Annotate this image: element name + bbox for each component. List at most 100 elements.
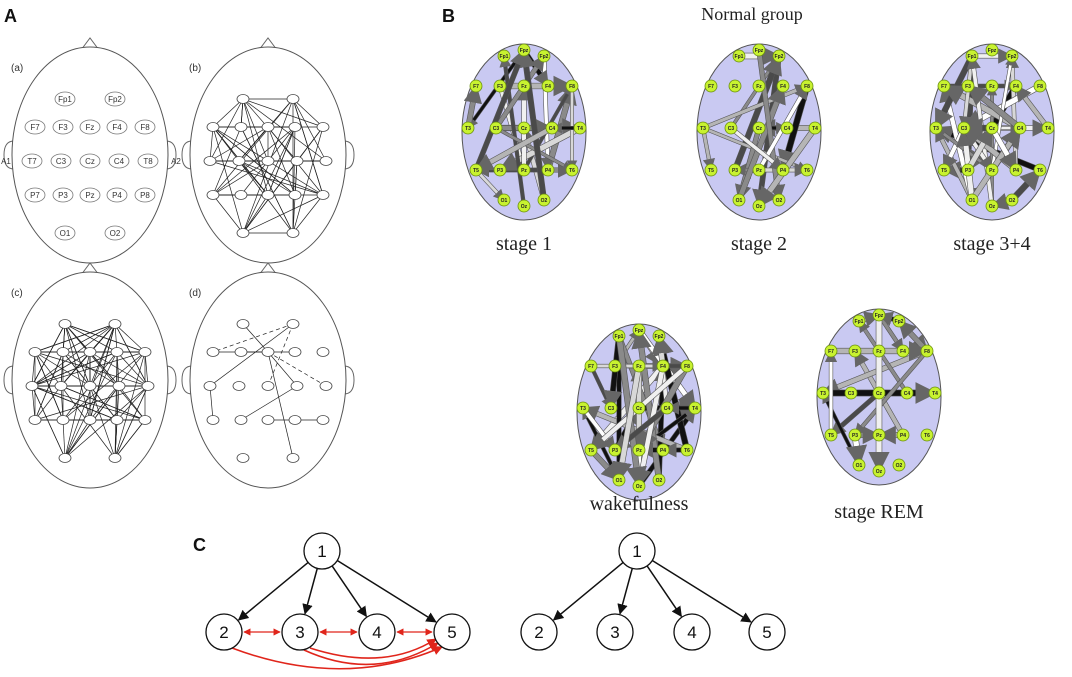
scalp-outline [189,271,347,489]
electrode-node-label: T4 [812,126,818,132]
electrode-node-label: Fp1 [968,54,977,60]
electrode-node-label: T6 [804,168,810,174]
directed-edge [701,126,715,172]
connection-line [64,323,91,421]
electrode-node-label: Cz [636,406,643,412]
electrode-node [920,428,934,442]
direct-edge [336,559,437,623]
electrode-node-label: Fz [876,349,882,355]
direct-edge [302,568,319,615]
stage-caption: stage 1 [496,233,552,255]
connection-line [34,351,149,387]
electrode-node [852,458,866,472]
electrode-node-label: F4 [660,364,666,370]
connection-line [212,98,244,128]
electrode-node [852,314,866,328]
electrode-node-label: Oz [989,204,996,210]
connection-line [31,323,66,387]
electrode-node [872,344,886,358]
electrode-node [961,163,975,177]
connection-line [238,160,324,196]
electrode-node [800,79,814,93]
electrode-node [316,190,330,200]
directed-edge [463,83,483,131]
electrode-node [56,415,70,425]
electrode-node-label: Fp1 [615,334,624,340]
electrode-node [206,415,220,425]
electrode-node [728,79,742,93]
electrode-node-label: P4 [545,168,551,174]
connection-line [242,98,324,128]
electrode-node-label: C3 [608,406,615,412]
electrode-node-label: T5 [828,433,834,439]
electrode-node-label: O2 [1009,198,1016,204]
right-ear-icon [343,140,355,170]
connection-line [89,323,116,421]
electrode-node-label: O1 [501,198,508,204]
electrode-node [632,479,646,493]
connectivity-network [203,94,333,238]
directed-edge [965,125,995,173]
electrode-node [58,319,72,329]
electrode-node [288,190,302,200]
directed-edge [969,125,1023,203]
electrode-label: Fp1 [58,95,72,104]
electrode-label: C3 [56,157,67,166]
electrode-node-label: O2 [896,463,903,469]
electrode-node [985,163,999,177]
electrode-node-label: Cz [989,126,996,132]
connection-line [31,351,146,387]
electrode-node [696,121,710,135]
electrode-node [632,323,646,337]
connection-line [292,98,324,128]
electrode-Cz [79,153,101,169]
directed-edge [516,47,547,203]
connection-line [114,385,149,459]
graph-node-label: 3 [295,623,304,642]
electrode-node [108,319,122,329]
connection-line [292,98,327,162]
connection-line [209,126,269,162]
connection-line [242,126,296,234]
connection-line [240,160,269,196]
connection-line [238,160,269,196]
electrode-node-label: Pz [989,168,995,174]
electrode-node-label: C3 [728,126,735,132]
electrode-node-label: F7 [941,84,947,90]
electrode-node [656,443,670,457]
electrode-node-label: F7 [588,364,594,370]
electrode-label: P8 [140,191,150,200]
electrode-node [608,443,622,457]
electrode-Fz [79,119,101,135]
electrode-F4 [106,119,128,135]
electrode-label: F7 [30,123,40,132]
electrode-node-label: Pz [521,168,527,174]
electrode-node [732,49,746,63]
electrode-node [816,386,830,400]
connection-line [242,98,269,196]
connection-line [209,323,294,387]
electrode-node [928,386,942,400]
connection-line [60,385,146,421]
connection-line [242,98,269,162]
electrode-C4 [108,153,130,169]
electrode-node-label: P3 [497,168,503,174]
electrode-F8 [134,119,156,135]
electrode-node [541,163,555,177]
ear-label-right: A2 [171,157,181,166]
electrode-node-label: Fp1 [855,319,864,325]
directed-edge [473,125,555,173]
connection-line [114,419,146,459]
electrode-node [824,344,838,358]
electrode-node [608,359,622,373]
graph-node-label: 4 [687,623,696,642]
electrode-node-label: Fp2 [775,54,784,60]
